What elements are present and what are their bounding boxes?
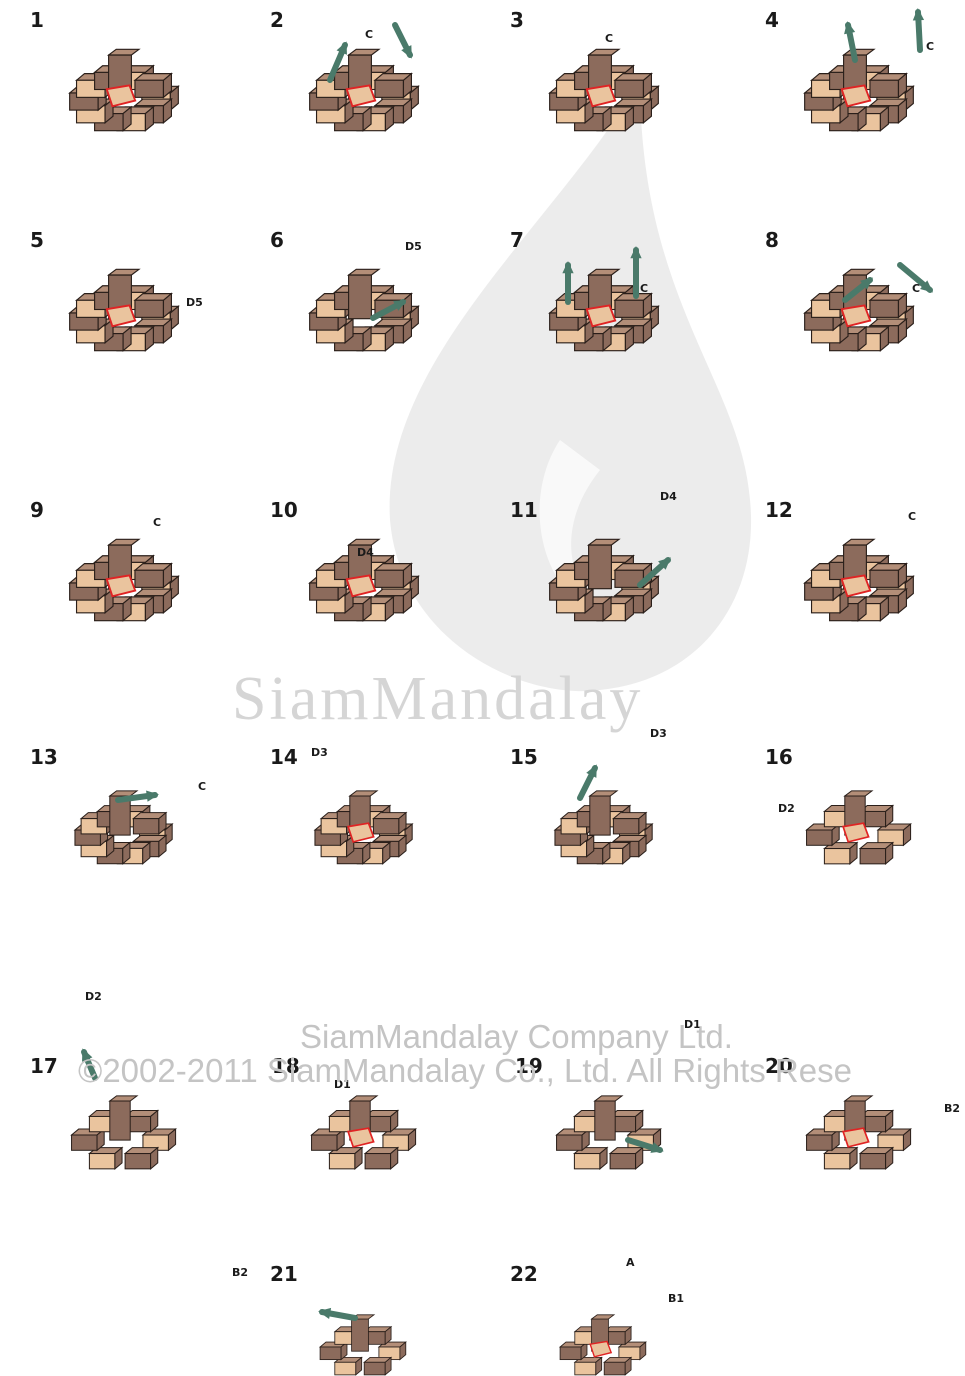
puzzle-step-diagram [70, 269, 179, 350]
puzzle-step-diagram [805, 539, 914, 620]
puzzle-step-diagram [807, 1096, 911, 1169]
piece-label: D3 [650, 727, 667, 740]
step-number: 8 [765, 228, 779, 252]
piece-label: D2 [85, 990, 102, 1003]
step-number: 10 [270, 498, 298, 522]
puzzle-step-diagram [312, 1096, 416, 1169]
step-number: 13 [30, 745, 58, 769]
piece-label: D4 [357, 546, 374, 559]
puzzle-step-diagram [70, 49, 179, 130]
watermark-company: SiamMandalay Company Ltd. [300, 1018, 733, 1056]
puzzle-step-diagram [805, 265, 933, 351]
piece-label: C [908, 510, 916, 523]
watermark-copyright: ©2002-2011 SiamMandalay Co., Ltd. All Ri… [78, 1052, 852, 1090]
step-number: 15 [510, 745, 538, 769]
step-number: 14 [270, 745, 298, 769]
puzzle-step-diagram [550, 539, 671, 620]
puzzle-step-diagram [550, 49, 659, 130]
puzzle-step-diagram [310, 25, 419, 131]
puzzle-step-diagram [318, 1308, 406, 1375]
piece-label: D5 [186, 296, 203, 309]
step-number: 1 [30, 8, 44, 32]
piece-label: D4 [660, 490, 677, 503]
piece-label: C [926, 40, 934, 53]
step-number: 12 [765, 498, 793, 522]
step-number: 17 [30, 1054, 58, 1078]
step-number: 11 [510, 498, 538, 522]
piece-label: D3 [311, 746, 328, 759]
piece-label: B2 [232, 1266, 248, 1279]
piece-label: D5 [405, 240, 422, 253]
piece-label: C [365, 28, 373, 41]
piece-label: C [605, 32, 613, 45]
puzzle-step-diagram [75, 791, 172, 864]
step-number: 22 [510, 1262, 538, 1286]
piece-label: A [626, 1256, 635, 1269]
puzzle-step-diagram [560, 1315, 646, 1375]
piece-label: B2 [944, 1102, 960, 1115]
piece-label: C [640, 282, 648, 295]
puzzle-step-diagram [555, 764, 652, 863]
piece-label: C [153, 516, 161, 529]
piece-label: C [198, 780, 206, 793]
puzzle-step-diagram [557, 1096, 664, 1169]
piece-label: C [912, 282, 920, 295]
step-number: 2 [270, 8, 284, 32]
puzzle-step-diagram [70, 539, 179, 620]
puzzle-step-diagram [807, 791, 911, 864]
step-number: 6 [270, 228, 284, 252]
piece-label: B1 [668, 1292, 684, 1305]
puzzle-step-diagram [310, 269, 419, 350]
step-number: 4 [765, 8, 779, 32]
step-number: 9 [30, 498, 44, 522]
puzzle-step-diagram [315, 791, 412, 864]
step-number: 16 [765, 745, 793, 769]
puzzle-step-diagram [550, 246, 659, 351]
step-number: 3 [510, 8, 524, 32]
piece-label: D2 [778, 802, 795, 815]
step-number: 7 [510, 228, 524, 252]
step-number: 5 [30, 228, 44, 252]
puzzle-step-diagram [805, 8, 924, 131]
step-number: 21 [270, 1262, 298, 1286]
